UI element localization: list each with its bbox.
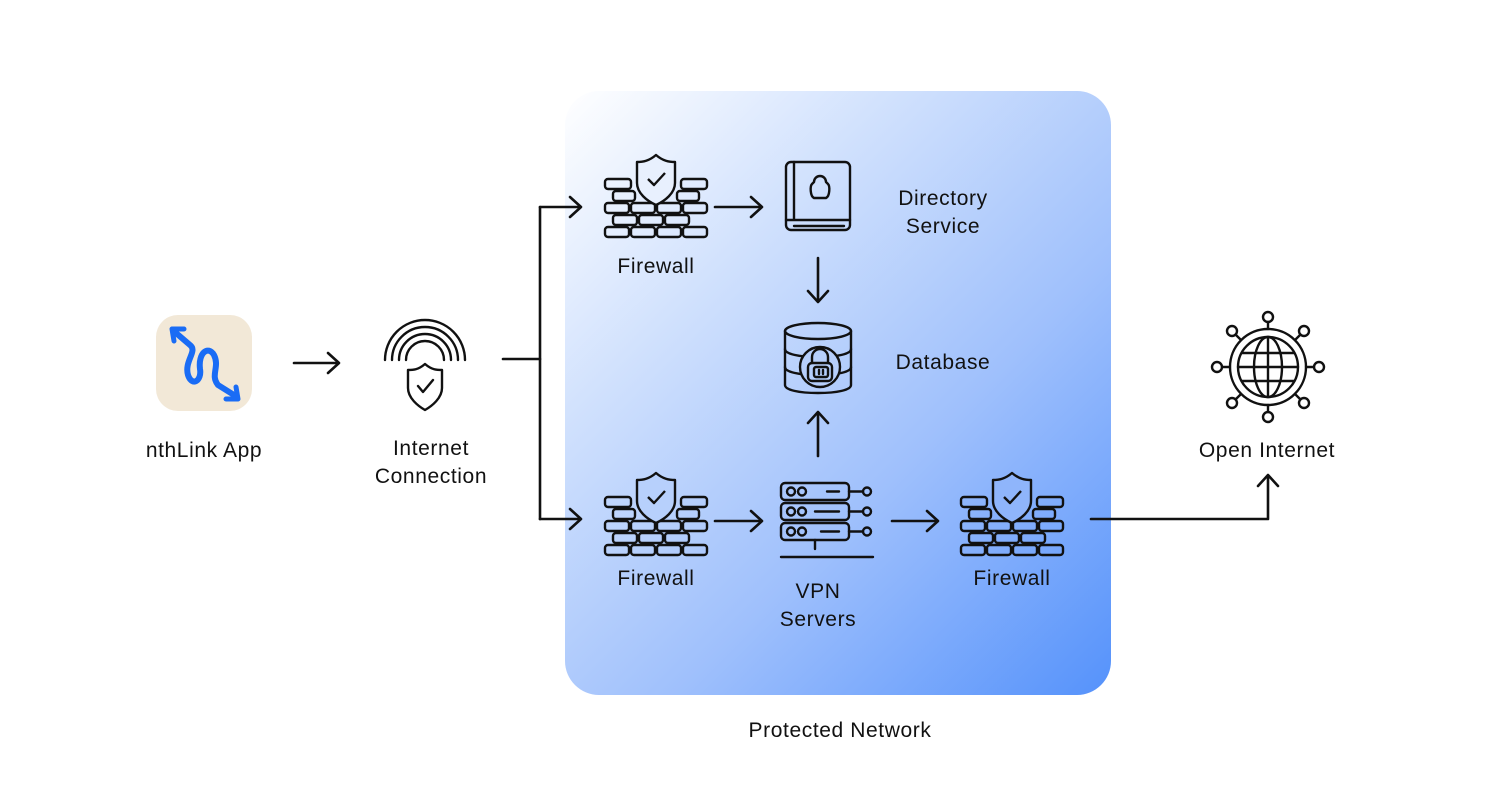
node-label-firewall-2: Firewall xyxy=(617,567,695,590)
edge-firewall-to-directory xyxy=(713,195,764,219)
edge-firewall-to-internet xyxy=(1089,473,1280,521)
edge-directory-to-database xyxy=(806,256,830,304)
node-label-vpn-servers: VPN Servers xyxy=(779,580,857,631)
node-label-database: Database xyxy=(895,351,991,374)
node-label-firewall-3: Firewall xyxy=(973,567,1051,590)
firewall-icon xyxy=(603,471,709,557)
nthlink-app-icon xyxy=(169,326,241,402)
locked-database-icon xyxy=(783,321,853,395)
edge-app-to-connection xyxy=(292,351,341,375)
server-rack-icon xyxy=(779,481,875,559)
node-label-firewall-1: Firewall xyxy=(617,255,695,278)
secure-wifi-shield-icon xyxy=(383,318,467,412)
nthlink-app-tile xyxy=(156,315,252,411)
firewall-icon xyxy=(959,471,1065,557)
node-label-open-internet: Open Internet xyxy=(1198,439,1336,462)
globe-network-icon xyxy=(1210,310,1326,424)
edge-firewall-to-vpn xyxy=(713,509,764,533)
edge-connection-to-firewalls xyxy=(501,195,583,531)
firewall-icon xyxy=(603,153,709,239)
edge-vpn-to-firewall xyxy=(890,509,940,533)
directory-book-icon xyxy=(784,160,852,232)
edge-vpn-to-database xyxy=(806,410,830,458)
node-label-nthlink-app: nthLink App xyxy=(145,439,263,462)
node-label-directory-service: Directory Service xyxy=(898,187,988,238)
node-label-internet-connection: Internet Connection xyxy=(374,437,488,488)
zone-label-protected-network: Protected Network xyxy=(748,719,932,742)
